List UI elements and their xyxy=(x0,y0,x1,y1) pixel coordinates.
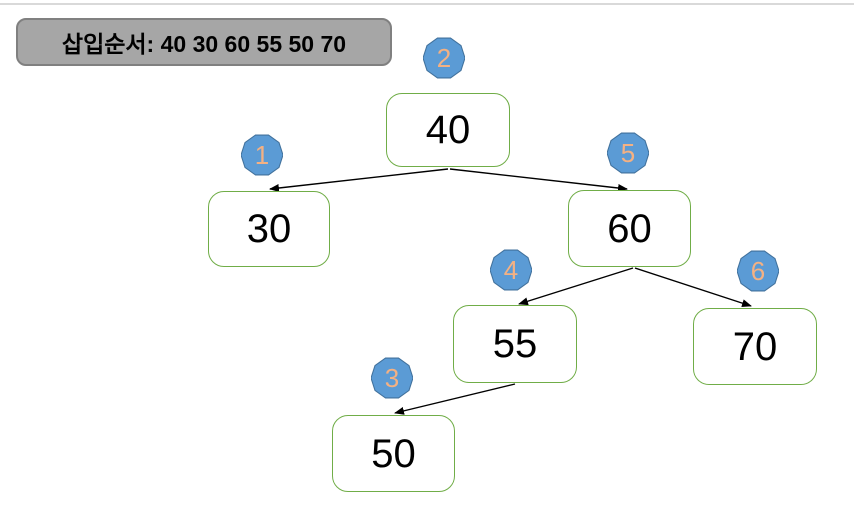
edge-60-55 xyxy=(518,267,634,306)
order-badge-node-55: 4 xyxy=(490,249,532,291)
decagon-icon xyxy=(737,250,779,292)
slide-top-border xyxy=(0,3,854,5)
order-badge-node-70: 6 xyxy=(737,250,779,292)
order-badge-node-70-number: 6 xyxy=(750,256,766,286)
tree-node-70-value: 70 xyxy=(732,324,778,369)
tree-node-60: 60 xyxy=(568,190,691,267)
order-badge-node-60: 5 xyxy=(607,132,649,174)
insertion-order-text: 삽입순서: 40 30 60 55 50 70 xyxy=(61,31,347,57)
decagon-icon xyxy=(490,249,532,291)
tree-node-40: 40 xyxy=(386,93,510,167)
tree-node-40-value: 40 xyxy=(425,108,471,152)
order-badge-node-30-number: 1 xyxy=(254,140,270,170)
tree-node-55: 55 xyxy=(453,305,577,383)
decagon-icon xyxy=(241,134,283,176)
decagon-icon xyxy=(371,357,413,399)
order-badge-node-60-number: 5 xyxy=(620,138,636,168)
edge-55-50 xyxy=(394,383,516,415)
edge-40-60 xyxy=(449,168,628,192)
order-badge-node-30: 1 xyxy=(241,134,283,176)
tree-node-30-value: 30 xyxy=(246,207,292,251)
tree-node-60-value: 60 xyxy=(607,206,652,251)
tree-node-50-value: 50 xyxy=(371,431,416,476)
tree-node-70: 70 xyxy=(693,308,817,385)
insertion-order-box: 삽입순서: 40 30 60 55 50 70 xyxy=(16,18,392,66)
tree-node-55-value: 55 xyxy=(492,322,538,366)
edge-60-70 xyxy=(634,267,752,307)
tree-node-50: 50 xyxy=(332,415,455,492)
order-badge-node-40-number: 2 xyxy=(436,43,452,73)
tree-node-30: 30 xyxy=(208,191,330,267)
decagon-icon xyxy=(423,37,465,79)
order-badge-node-50-number: 3 xyxy=(384,363,400,393)
edge-40-30 xyxy=(269,168,449,192)
order-badge-node-55-number: 4 xyxy=(503,255,519,285)
decagon-icon xyxy=(607,132,649,174)
order-badge-node-50: 3 xyxy=(371,357,413,399)
order-badge-node-40: 2 xyxy=(423,37,465,79)
